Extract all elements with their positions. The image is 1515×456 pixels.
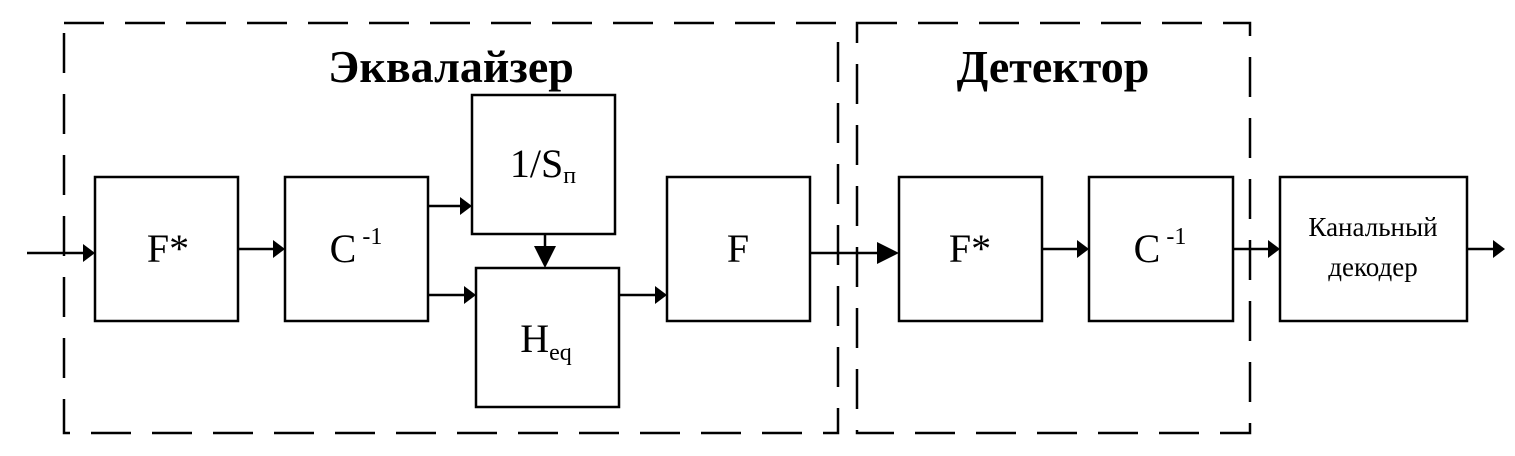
block-label: 1/Sп <box>510 141 576 189</box>
detector-title: Детектор <box>957 41 1150 92</box>
block-c-inverse-2[interactable]: C-1 <box>1087 175 1235 323</box>
block-label-line2: декодер <box>1328 252 1417 282</box>
connections <box>27 197 1505 304</box>
equalizer-group <box>62 21 840 435</box>
arrow-head <box>83 244 95 262</box>
block-label: Heq <box>520 316 572 366</box>
arrow-head <box>1493 240 1505 258</box>
block-inverse-s[interactable]: 1/Sп <box>470 93 617 236</box>
block-label: F <box>727 226 749 271</box>
arrow-head <box>534 246 556 268</box>
block-label-line1: Канальный <box>1308 212 1437 242</box>
block-label: F* <box>147 226 189 271</box>
arrow-head <box>273 240 285 258</box>
arrow-head <box>464 286 476 304</box>
block-label: C-1 <box>330 224 383 271</box>
arrow-head <box>1077 240 1089 258</box>
block-c-inverse-1[interactable]: C-1 <box>283 175 430 323</box>
block-label: F* <box>949 226 991 271</box>
block-h-eq[interactable]: Heq <box>474 266 621 409</box>
block-fstar-1[interactable]: F* <box>93 175 240 323</box>
arrow-head <box>460 197 472 215</box>
block-label: C-1 <box>1134 224 1187 271</box>
block-f[interactable]: F <box>665 175 812 323</box>
block-channel-decoder[interactable]: Канальный декодер <box>1278 175 1469 323</box>
arrow-head <box>655 286 667 304</box>
block-fstar-2[interactable]: F* <box>897 175 1044 323</box>
arrow-head <box>1268 240 1280 258</box>
detector-group <box>855 21 1252 435</box>
arrow-head <box>877 242 899 264</box>
equalizer-title: Эквалайзер <box>328 41 574 92</box>
